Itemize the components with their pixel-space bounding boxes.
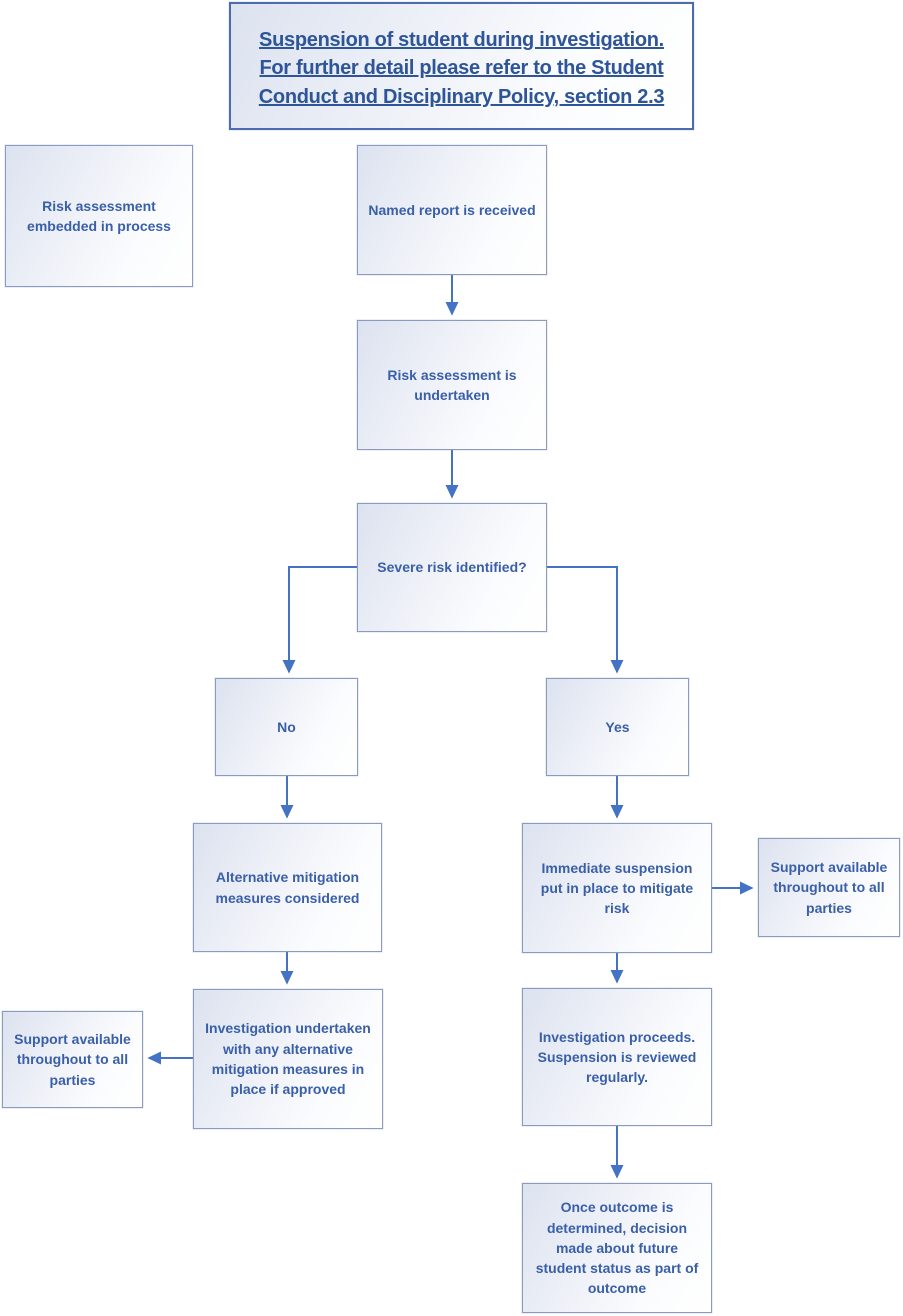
node-alt-mitigation: Alternative mitigation measures consider… <box>193 823 382 952</box>
node-label: Yes <box>605 718 630 735</box>
node-yes: Yes <box>546 678 689 776</box>
node-label: Risk assessment is undertaken <box>387 366 517 403</box>
node-support-left: Support available throughout to all part… <box>2 1011 143 1108</box>
node-label: Investigation undertaken with any altern… <box>205 1020 371 1098</box>
node-risk-embedded: Risk assessment embedded in process <box>5 145 193 287</box>
node-label: Support available throughout to all part… <box>770 859 888 916</box>
title-box: Suspension of student during investigati… <box>229 2 694 130</box>
node-support-right: Support available throughout to all part… <box>758 838 900 937</box>
node-label: Severe risk identified? <box>377 559 527 576</box>
node-investigation-undertaken: Investigation undertaken with any altern… <box>193 989 383 1129</box>
node-once-outcome: Once outcome is determined, decision mad… <box>522 1183 712 1313</box>
node-severe-risk: Severe risk identified? <box>357 503 547 632</box>
node-immediate-suspension: Immediate suspension put in place to mit… <box>522 823 712 953</box>
node-label: Named report is received <box>368 201 536 218</box>
node-label: Support available throughout to all part… <box>14 1031 131 1088</box>
node-label: Alternative mitigation measures consider… <box>215 869 360 906</box>
node-label: No <box>277 718 296 735</box>
node-no: No <box>215 678 358 776</box>
node-label: Immediate suspension put in place to mit… <box>540 859 694 917</box>
node-investigation-proceeds: Investigation proceeds. Suspension is re… <box>522 988 712 1126</box>
node-risk-undertaken: Risk assessment is undertaken <box>357 320 547 450</box>
title-text: Suspension of student during investigati… <box>258 29 665 108</box>
node-label: Once outcome is determined, decision mad… <box>535 1199 699 1297</box>
node-named-report: Named report is received <box>357 145 547 275</box>
node-label: Risk assessment embedded in process <box>27 197 171 234</box>
node-label: Investigation proceeds. Suspension is re… <box>537 1028 697 1086</box>
